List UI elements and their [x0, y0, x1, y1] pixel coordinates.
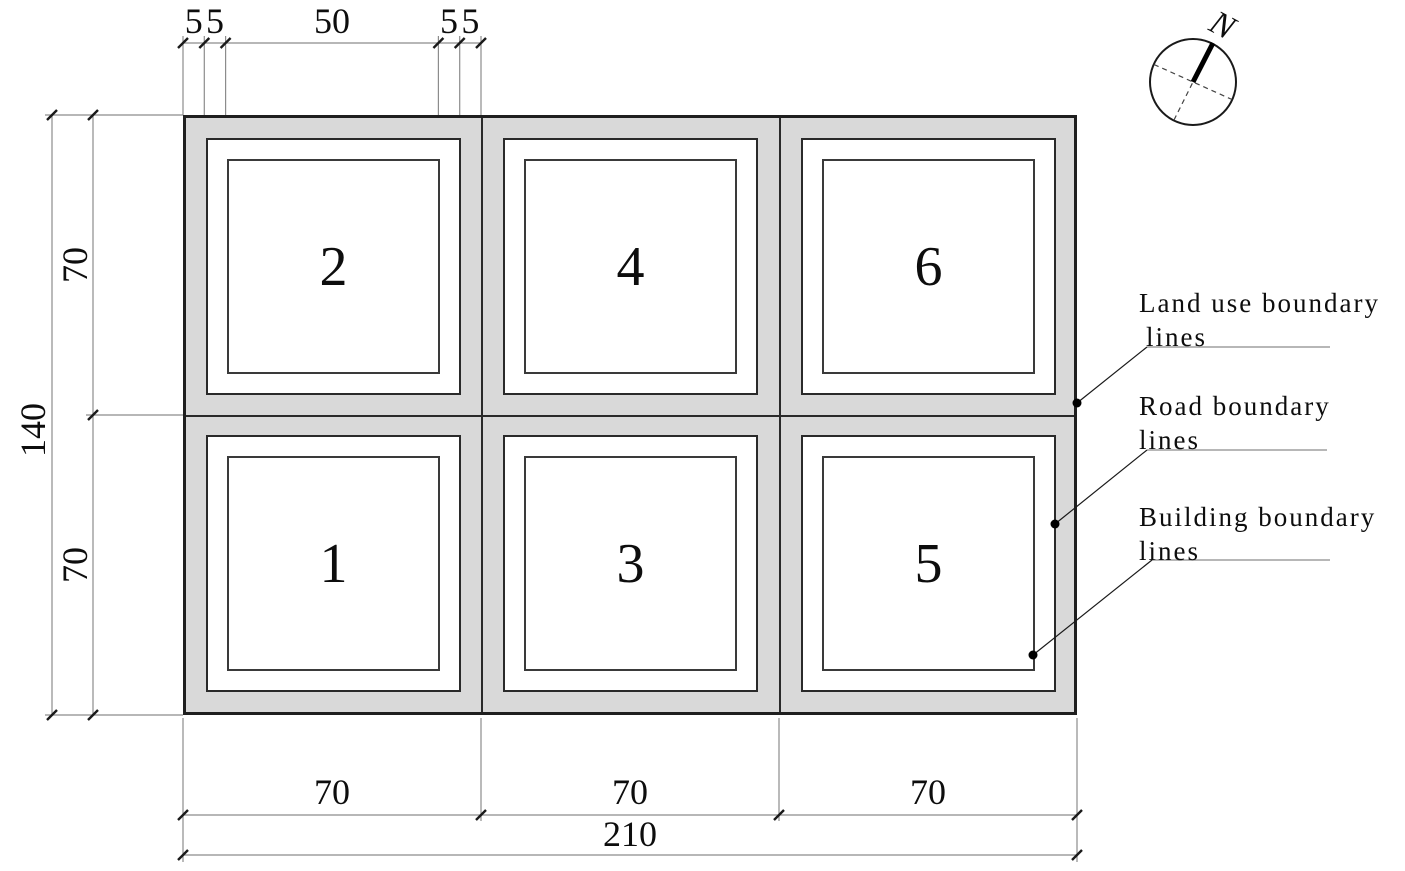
dim-top-5: 5 — [461, 1, 480, 41]
dim-left-upper: 70 — [55, 247, 95, 283]
landuse-boundary-horizontal — [186, 415, 1074, 417]
label-building-boundary: Building boundary lines — [1139, 500, 1376, 568]
building-boundary-rect: 6 — [822, 159, 1035, 374]
dim-left-lower: 70 — [55, 547, 95, 583]
dim-top-2: 5 — [206, 1, 224, 41]
plot-cell-5: 5 — [781, 415, 1076, 712]
building-boundary-rect: 2 — [227, 159, 440, 374]
label-landuse-boundary: Land use boundary lines — [1139, 286, 1380, 354]
plan-grid: 2 4 6 1 3 — [183, 115, 1077, 715]
road-boundary-rect: 1 — [206, 435, 461, 692]
road-boundary-rect: 3 — [503, 435, 758, 692]
plot-number: 5 — [914, 532, 943, 595]
building-boundary-rect: 4 — [524, 159, 737, 374]
road-boundary-rect: 5 — [801, 435, 1056, 692]
building-boundary-rect: 5 — [822, 456, 1035, 671]
plot-cell-6: 6 — [781, 118, 1076, 415]
dim-bottom-1: 70 — [314, 772, 350, 812]
label-line1: Building boundary — [1139, 502, 1377, 532]
north-compass-icon — [1149, 38, 1237, 126]
dim-top-3: 50 — [314, 1, 350, 41]
plot-cell-2: 2 — [186, 118, 481, 415]
dim-top-1: 5 — [184, 1, 203, 41]
left-dimension-ticks — [46, 109, 99, 721]
plot-cell-1: 1 — [186, 415, 481, 712]
plot-number: 4 — [616, 235, 645, 298]
label-line1: Land use boundary — [1139, 288, 1380, 318]
compass-needle — [1190, 41, 1216, 84]
compass-north-label: N — [1203, 3, 1241, 48]
top-dimension-lines — [182, 36, 482, 115]
dim-bottom-2: 70 — [612, 772, 648, 812]
label-line2: lines — [1146, 322, 1207, 352]
plot-cell-4: 4 — [483, 118, 778, 415]
dim-bottom-total: 210 — [603, 814, 657, 854]
building-boundary-rect: 3 — [524, 456, 737, 671]
dim-bottom-3: 70 — [910, 772, 946, 812]
building-boundary-rect: 1 — [227, 456, 440, 671]
dim-left-total: 140 — [13, 403, 53, 457]
plot-number: 3 — [616, 532, 645, 595]
left-dimension-lines — [45, 114, 183, 716]
label-line1: Road boundary — [1139, 391, 1331, 421]
plot-number: 1 — [319, 532, 348, 595]
label-line2: lines — [1139, 425, 1200, 455]
road-boundary-rect: 4 — [503, 138, 758, 395]
plot-number: 6 — [914, 235, 943, 298]
plot-cell-3: 3 — [483, 415, 778, 712]
road-boundary-rect: 6 — [801, 138, 1056, 395]
plot-number: 2 — [319, 235, 348, 298]
label-road-boundary: Road boundary lines — [1139, 389, 1331, 457]
road-boundary-rect: 2 — [206, 138, 461, 395]
label-line2: lines — [1139, 536, 1200, 566]
dim-top-4: 5 — [440, 1, 458, 41]
